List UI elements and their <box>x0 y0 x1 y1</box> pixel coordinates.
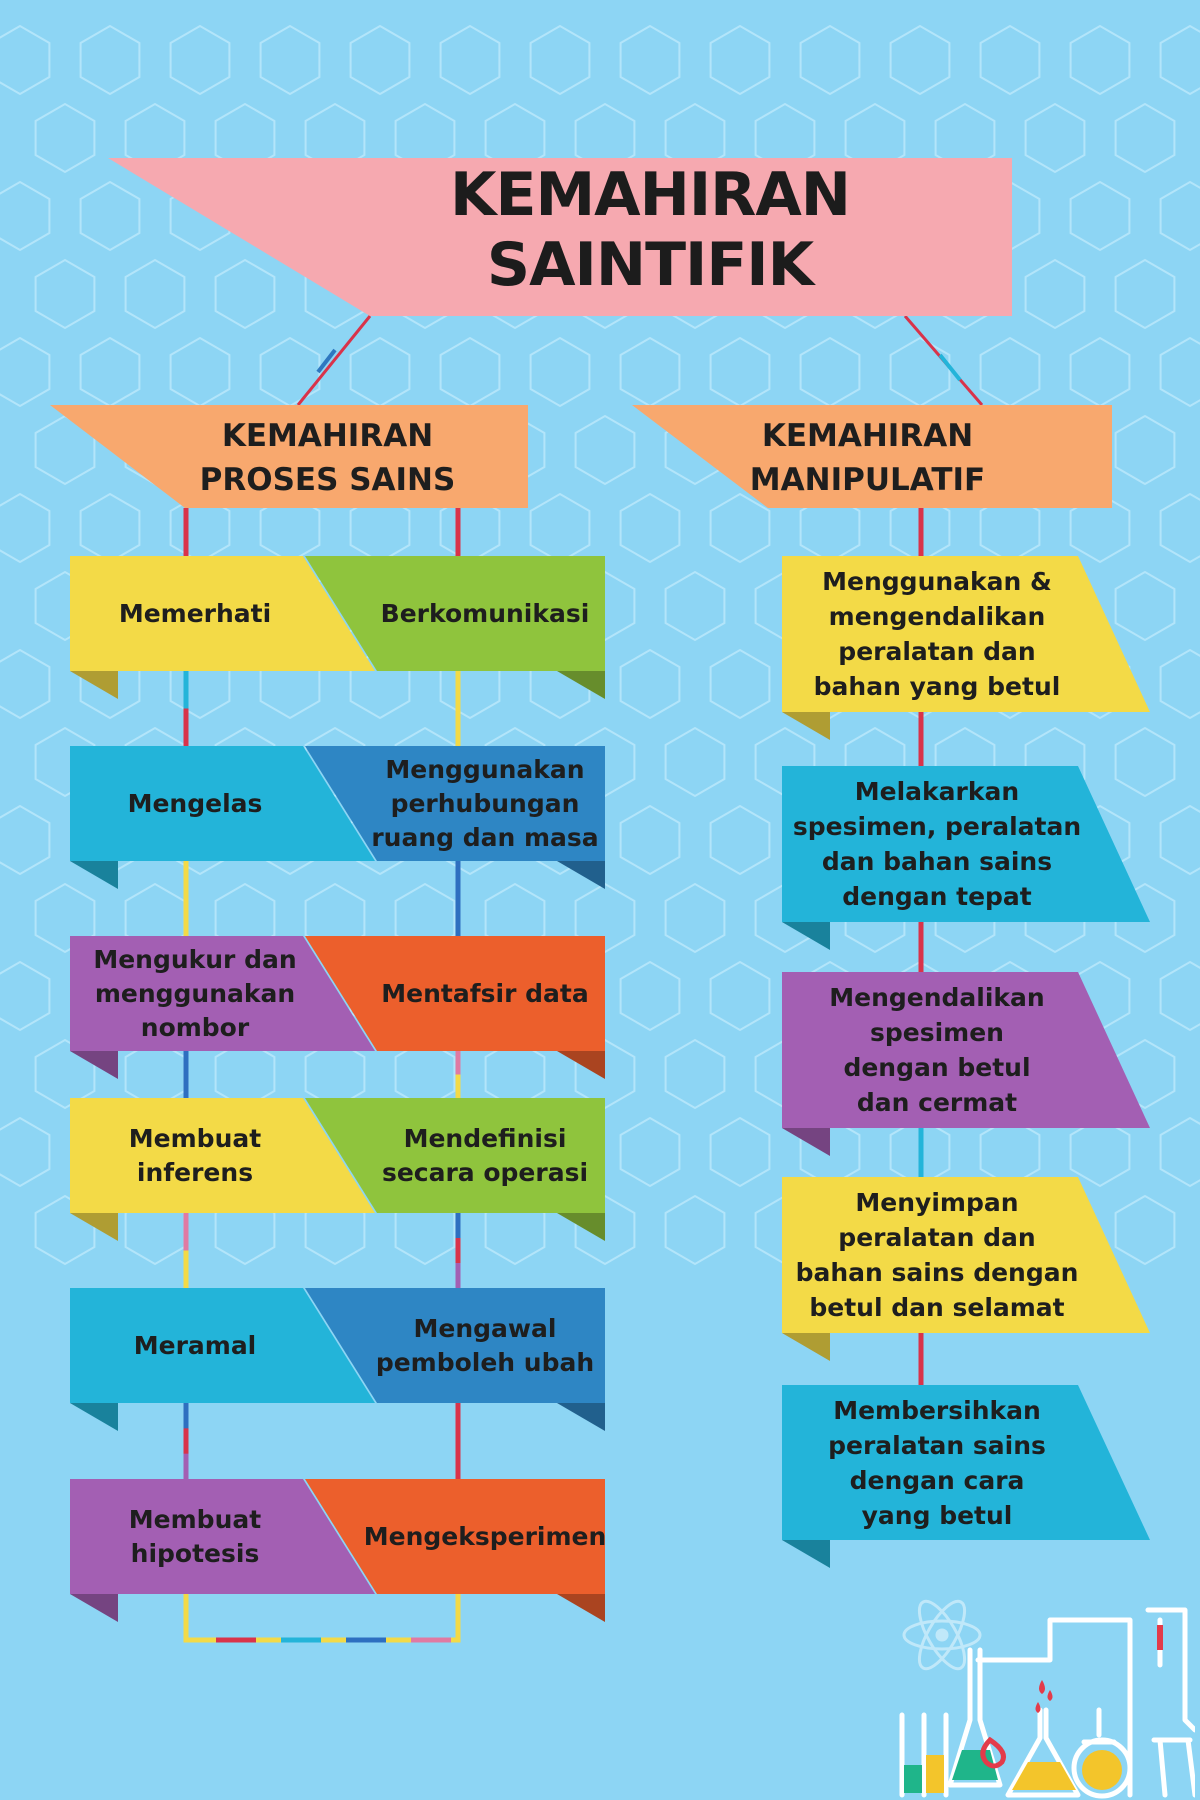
manipulative-skill-box <box>782 1385 1150 1540</box>
process-skill-right-box <box>305 556 605 671</box>
manipulative-skill-label: Menggunakan & mengendalikan peralatan da… <box>813 567 1061 701</box>
process-skill-label: Meramal <box>133 1330 257 1360</box>
process-skill-left-box <box>70 936 375 1051</box>
connector-loop <box>183 1594 461 1643</box>
manipulative-skill-box <box>782 556 1150 712</box>
manipulative-skill-box <box>782 1177 1150 1333</box>
connector-title-left <box>296 315 372 406</box>
process-skill-label: Mendefinisi secara operasi <box>381 1123 589 1187</box>
process-skill-left-box <box>70 1098 375 1213</box>
process-skill-left-box <box>70 746 375 861</box>
atom-icon <box>902 1599 982 1671</box>
process-skill-label: Mengelas <box>127 788 263 818</box>
lab-glassware-icon <box>899 1599 1195 1799</box>
process-skill-label: Mengeksperimen <box>363 1521 607 1551</box>
process-skill-right-box <box>305 1288 605 1403</box>
page-title: KEMAHIRAN SAINTIFIK <box>449 160 851 300</box>
process-skill-left-box <box>70 1479 375 1594</box>
manipulative-skill-box <box>782 766 1150 922</box>
process-skill-label: Berkomunikasi <box>380 598 590 628</box>
process-skill-right-box <box>305 1479 605 1594</box>
category-process-skills: KEMAHIRAN PROSES SAINS <box>199 418 456 498</box>
manipulative-skills-banner <box>632 405 1112 508</box>
manipulative-skill-label: Menyimpan peralatan dan bahan sains deng… <box>795 1188 1079 1322</box>
process-skill-left-box <box>70 1288 375 1403</box>
process-skill-right-box <box>305 746 605 861</box>
manipulative-skill-label: Mengendalikan spesimen dengan betul dan … <box>829 983 1045 1117</box>
process-skill-label: Membuat hipotesis <box>128 1504 262 1568</box>
process-skill-label: Membuat inferens <box>128 1123 262 1187</box>
process-skill-right-box <box>305 936 605 1051</box>
manipulative-skill-label: Melakarkan spesimen, peralatan dan bahan… <box>792 777 1082 911</box>
process-skill-label: Mentafsir data <box>381 978 589 1008</box>
process-skill-label: Mengawal pemboleh ubah <box>375 1313 595 1377</box>
title-banner <box>108 158 1012 316</box>
process-skill-left-box <box>70 556 375 671</box>
manipulative-skill-box <box>782 972 1150 1128</box>
manipulative-skill-label: Membersihkan peralatan sains dengan cara… <box>828 1395 1046 1530</box>
process-skill-label: Menggunakan perhubungan ruang dan masa <box>371 754 599 852</box>
process-skill-label: Mengukur dan menggunakan nombor <box>93 944 297 1042</box>
category-manipulative-skills: KEMAHIRAN MANIPULATIF <box>749 418 986 498</box>
process-skills-banner <box>50 405 528 508</box>
process-skill-label: Memerhati <box>118 598 272 628</box>
process-skill-right-box <box>305 1098 605 1213</box>
